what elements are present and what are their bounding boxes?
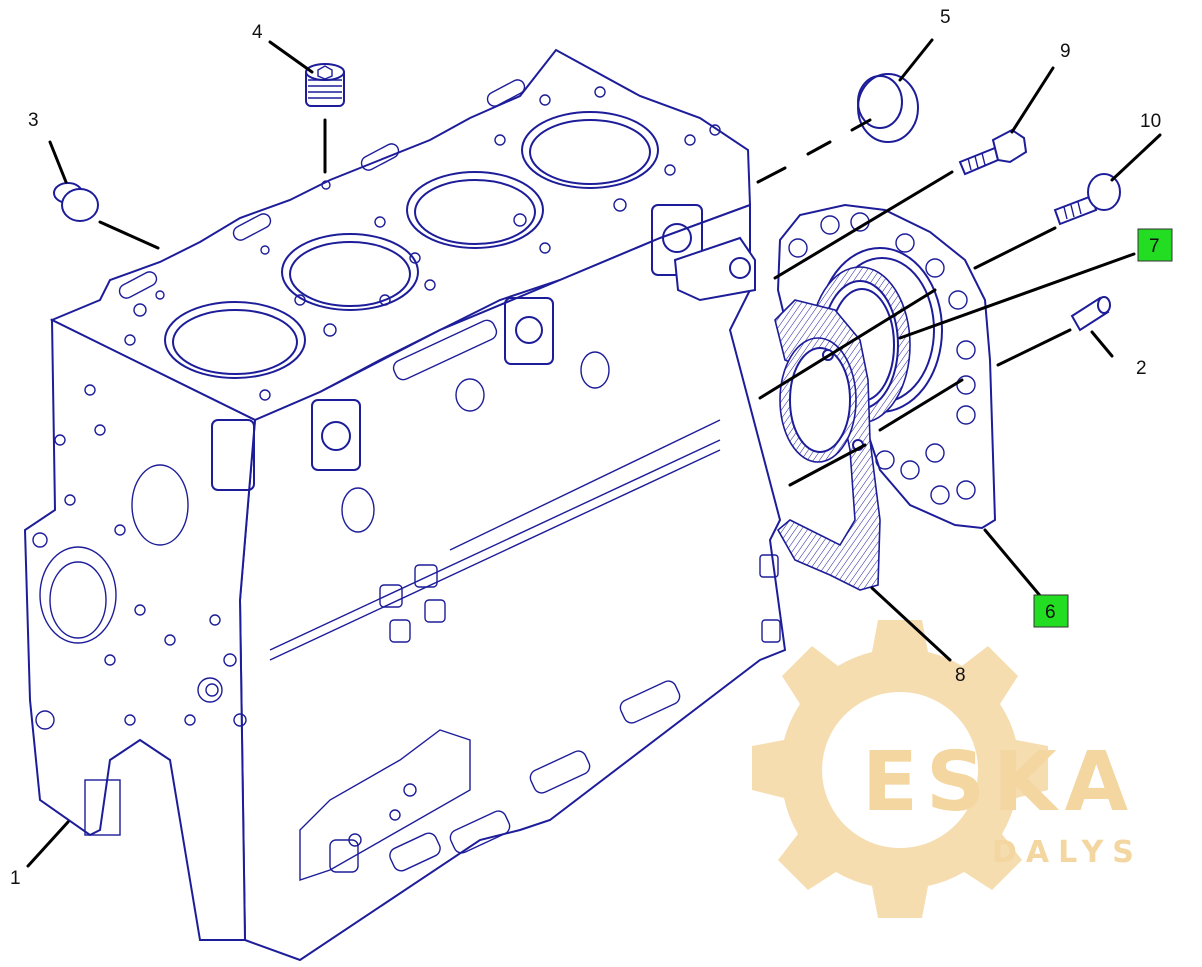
plug-4 <box>305 63 345 107</box>
gear-icon <box>752 620 1048 918</box>
housing-bolt-holes <box>788 212 976 505</box>
bore-3-inner <box>414 179 536 245</box>
callout-6-highlight <box>1033 594 1069 628</box>
callout-3: 3 <box>28 110 39 131</box>
bolt-9 <box>958 128 1028 176</box>
watermark-logo: ESKA DALYS <box>752 620 1143 918</box>
callout-5: 5 <box>940 7 951 28</box>
leader-lines <box>26 38 1162 868</box>
watermark-brand: ESKA <box>862 735 1136 830</box>
deck-holes <box>124 86 721 401</box>
bore-1 <box>164 301 306 379</box>
callout-1: 1 <box>10 868 21 889</box>
callout-7-highlight <box>1137 228 1173 262</box>
callout-4: 4 <box>252 22 263 43</box>
bore-2-inner <box>289 241 411 307</box>
callout-2: 2 <box>1136 358 1147 379</box>
callout-9: 9 <box>1060 41 1071 62</box>
side-details <box>269 319 781 881</box>
block-side-face <box>238 203 787 962</box>
callout-8: 8 <box>955 665 966 686</box>
bore-2 <box>281 233 419 311</box>
block-front-face <box>23 318 257 941</box>
bore-3 <box>406 171 544 249</box>
callout-7: 7 <box>1149 236 1160 257</box>
plug-3 <box>53 182 99 222</box>
bore-4-inner <box>529 119 651 185</box>
deck-slots <box>118 79 526 299</box>
side-bosses <box>211 204 756 491</box>
callout-10: 10 <box>1140 111 1161 132</box>
gasket <box>774 299 881 591</box>
bore-4 <box>521 111 659 189</box>
front-details <box>32 384 247 836</box>
watermark-sub: DALYS <box>992 835 1143 870</box>
plug-5 <box>857 73 919 143</box>
callout-6: 6 <box>1045 602 1056 623</box>
dowel-pin-2 <box>1070 296 1111 332</box>
bolt-10 <box>1053 173 1121 226</box>
cylinder-block <box>23 48 787 962</box>
bore-1-inner <box>172 309 298 375</box>
callouts: 1 2 3 4 5 6 7 8 9 10 <box>10 7 1173 889</box>
